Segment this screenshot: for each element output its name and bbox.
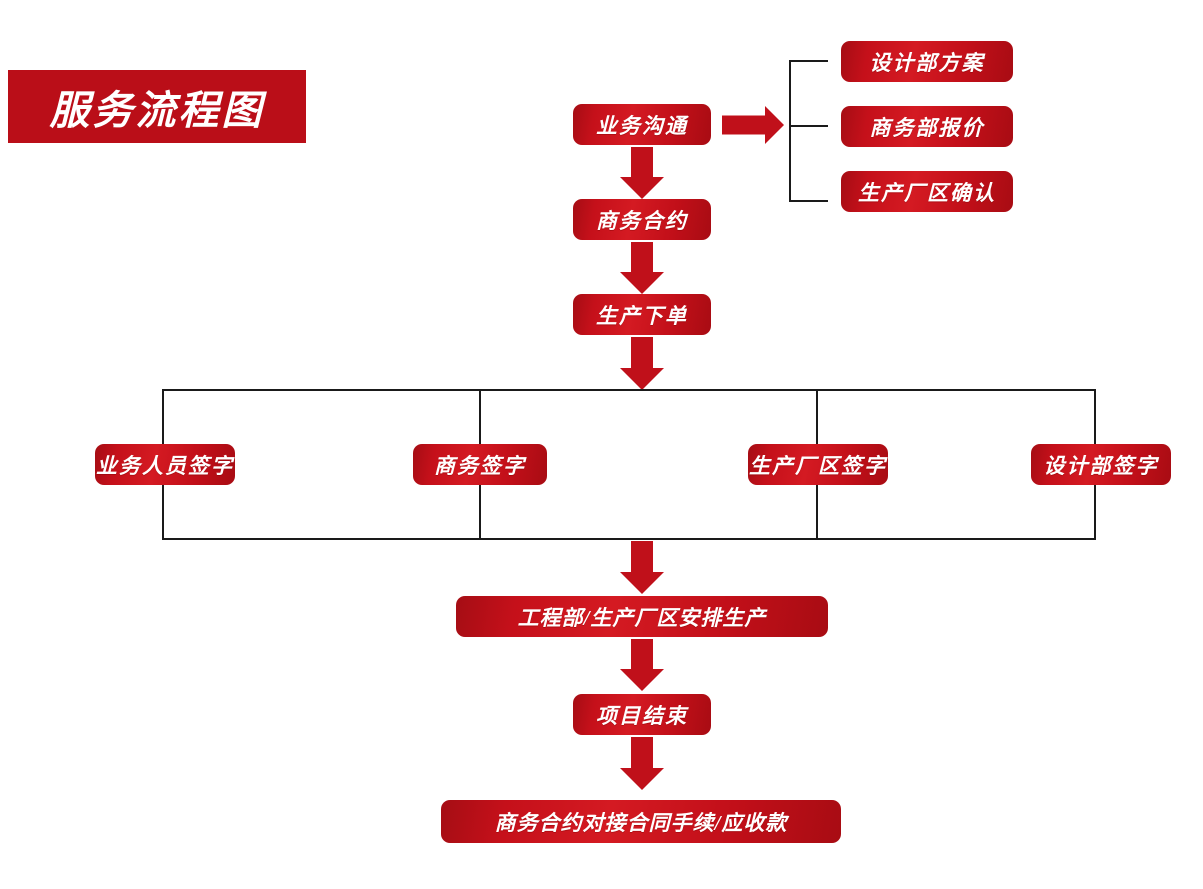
node-sign-plant[interactable]: 生产厂区签字 bbox=[748, 444, 888, 485]
node-business-communication[interactable]: 业务沟通 bbox=[573, 104, 711, 145]
node-label: 业务沟通 bbox=[596, 113, 688, 138]
node-sign-sales[interactable]: 业务人员签字 bbox=[95, 444, 235, 485]
branch-stub-plant bbox=[789, 200, 828, 202]
node-plant-confirm[interactable]: 生产厂区确认 bbox=[841, 171, 1013, 212]
page-title: 服务流程图 bbox=[49, 87, 265, 133]
arrow-down-icon bbox=[620, 147, 664, 199]
node-business-quote[interactable]: 商务部报价 bbox=[841, 106, 1013, 147]
arrow-down-icon bbox=[620, 737, 664, 790]
node-sign-business[interactable]: 商务签字 bbox=[413, 444, 547, 485]
node-label: 项目结束 bbox=[596, 703, 688, 728]
node-label: 设计部方案 bbox=[869, 50, 985, 75]
arrow-down-icon bbox=[620, 541, 664, 594]
node-label: 商务部报价 bbox=[869, 115, 985, 140]
node-label: 生产下单 bbox=[596, 303, 688, 328]
arrow-down-icon bbox=[620, 337, 664, 390]
node-arrange-production[interactable]: 工程部/生产厂区安排生产 bbox=[456, 596, 828, 637]
arrow-right-icon bbox=[722, 106, 784, 144]
node-contract-receivables[interactable]: 商务合约对接合同手续/应收款 bbox=[441, 800, 841, 843]
branch-stub-design bbox=[789, 60, 828, 62]
node-label: 工程部/生产厂区安排生产 bbox=[517, 605, 767, 630]
node-project-end[interactable]: 项目结束 bbox=[573, 694, 711, 735]
arrow-down-icon bbox=[620, 242, 664, 294]
node-business-contract[interactable]: 商务合约 bbox=[573, 199, 711, 240]
signature-bracket-top-line bbox=[162, 389, 1096, 391]
node-label: 生产厂区确认 bbox=[858, 180, 996, 205]
node-label: 商务合约 bbox=[596, 208, 688, 233]
node-label: 业务人员签字 bbox=[96, 453, 234, 478]
node-label: 生产厂区签字 bbox=[749, 453, 887, 478]
node-design-plan[interactable]: 设计部方案 bbox=[841, 41, 1013, 82]
branch-bracket-vertical-line bbox=[789, 60, 791, 202]
signature-bracket-bottom-line bbox=[162, 538, 1096, 540]
node-label: 设计部签字 bbox=[1043, 453, 1159, 478]
page-title-banner: 服务流程图 bbox=[8, 70, 306, 143]
node-label: 商务签字 bbox=[434, 453, 526, 478]
node-production-order[interactable]: 生产下单 bbox=[573, 294, 711, 335]
node-sign-design[interactable]: 设计部签字 bbox=[1031, 444, 1171, 485]
branch-stub-quote bbox=[789, 125, 828, 127]
arrow-down-icon bbox=[620, 639, 664, 691]
node-label: 商务合约对接合同手续/应收款 bbox=[494, 810, 788, 835]
